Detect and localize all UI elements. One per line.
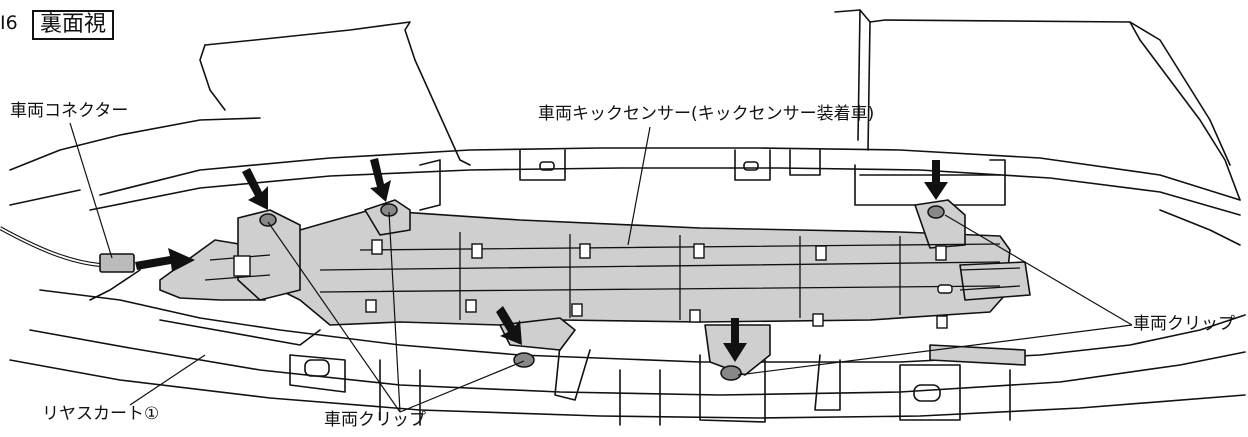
label-clip-right: 車両クリップ [1133, 314, 1235, 334]
vehicle-connector [0, 226, 135, 273]
label-kick-sensor: 車両キックセンサー(キックセンサー装着車) [538, 104, 875, 124]
arrows [135, 158, 948, 362]
bumper-outline-left [204, 21, 471, 166]
bumper-lip-left [199, 44, 226, 111]
bumper-outline-right [834, 9, 1241, 201]
outer-edge [9, 117, 261, 171]
label-clip-bottom: 車両クリップ [324, 410, 426, 430]
figure-number: I6 [0, 12, 18, 34]
view-title-box: 裏面視 [32, 10, 115, 40]
label-rear-skirt: リヤスカート① [42, 404, 160, 424]
upper-rib [99, 147, 1241, 201]
lower-shell [39, 289, 1246, 363]
label-vehicle-connector: 車両コネクター [10, 101, 129, 121]
